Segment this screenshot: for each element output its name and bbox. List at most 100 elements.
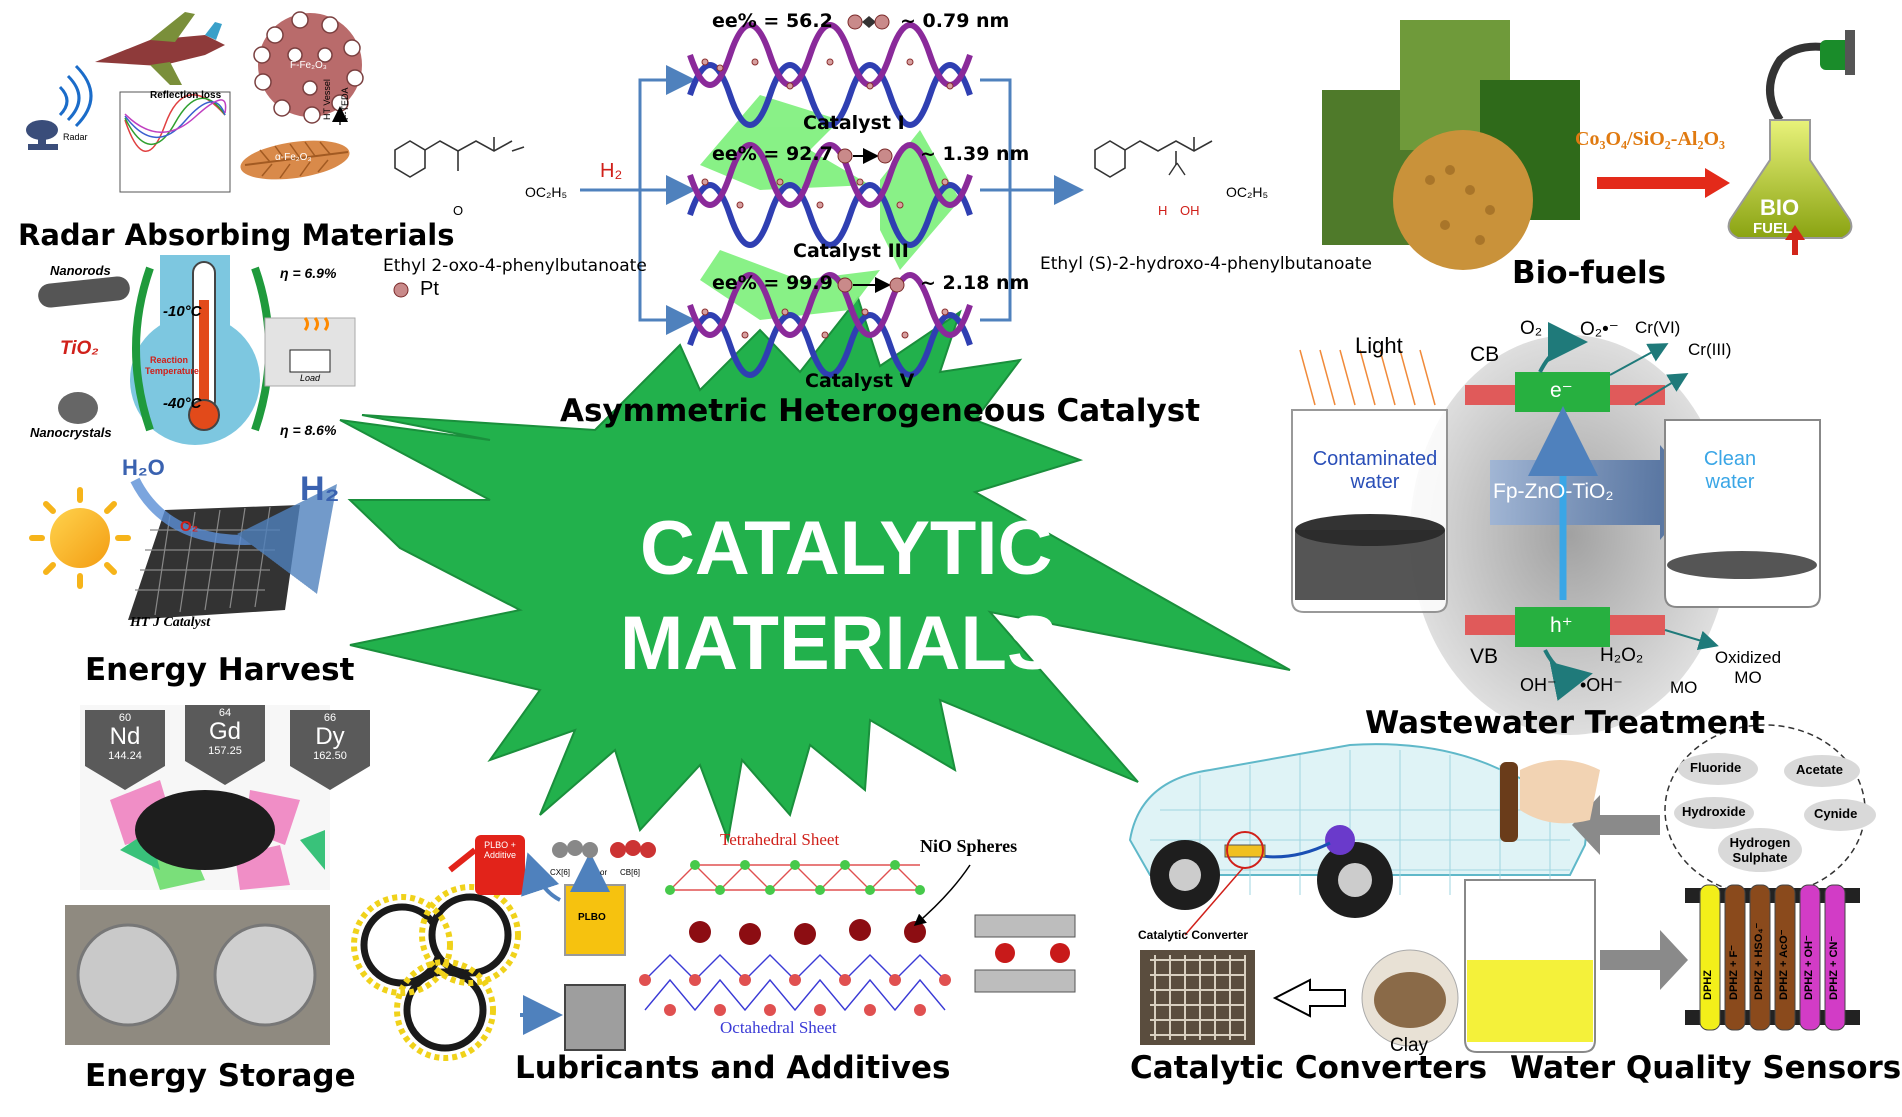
sun-icon xyxy=(29,487,131,589)
powder-pile xyxy=(135,790,275,870)
size-markers xyxy=(837,14,905,293)
coin-cell-left xyxy=(76,923,180,1027)
reflection-curves xyxy=(124,94,227,152)
label-biofuels: Bio-fuels xyxy=(1512,255,1667,291)
octahedral-text: Octahedral Sheet xyxy=(720,1018,837,1037)
catalyst-name: Catalyst I xyxy=(803,112,905,134)
clean-text: Clean water xyxy=(1703,448,1757,493)
radar-text: Radar xyxy=(63,132,88,142)
engine-icon xyxy=(564,984,626,1051)
o2-text: O₂ xyxy=(180,518,199,535)
anion-label: Acetate xyxy=(1796,762,1843,777)
sensors-graphics xyxy=(1464,724,1876,1053)
ee-value: ee% = 99.9 xyxy=(712,272,833,294)
ee-value: ee% = 56.2 xyxy=(712,10,833,32)
vb-text: VB xyxy=(1470,645,1499,668)
center-title-line2: MATERIALS xyxy=(620,601,1058,686)
cx6-molecule xyxy=(552,840,598,858)
label-radar: Radar Absorbing Materials xyxy=(18,218,455,252)
product-h: H xyxy=(1158,203,1168,218)
tube-label: DPHZ xyxy=(1702,970,1714,1000)
tube-label: DPHZ + OH⁻ xyxy=(1803,935,1815,1000)
reactant-structure xyxy=(394,137,525,178)
a-fe2o3-text: α-Fe₂O₃ xyxy=(275,152,312,163)
f-teda-text: F-TEDA xyxy=(340,87,350,121)
cb6-text: CB[6] xyxy=(620,868,641,877)
central-starburst xyxy=(339,295,1291,844)
product-oc2h5: OC₂H₅ xyxy=(1226,184,1269,200)
temperature-text: Temperature xyxy=(145,366,199,376)
cb6-molecule xyxy=(610,840,656,858)
reflection-loss-title: Reflection loss xyxy=(150,90,222,101)
pt-legend-text: Pt xyxy=(420,278,439,300)
tio2-panel-graphics xyxy=(38,255,356,445)
energy-harvest-graphics xyxy=(29,477,338,620)
fuel-pump-icon xyxy=(1766,30,1855,123)
cr6-text: Cr(VI) xyxy=(1635,318,1681,337)
element-symbol: Nd xyxy=(109,723,141,750)
plbo-text: PLBO xyxy=(578,912,606,923)
oh-radical-text: •OH⁻ xyxy=(1580,675,1623,695)
anion-label: Fluoride xyxy=(1690,760,1742,775)
reflection-loss-chart xyxy=(119,91,231,193)
element-mass: 144.24 xyxy=(108,750,142,762)
ht-j-catalyst-text: HT J Catalyst xyxy=(130,615,211,630)
beaker-contaminated xyxy=(1291,349,1448,613)
biofuel-reaction-text: Co₃O₄/SiO₂-Al₂O₃ xyxy=(1575,128,1725,150)
label-converters: Catalytic Converters xyxy=(1130,1050,1488,1086)
pore-size: ~ 0.79 nm xyxy=(900,10,1010,32)
element-mass: 157.25 xyxy=(208,745,242,757)
seeds-photo xyxy=(1393,130,1533,270)
h2-reagent-text: H₂ xyxy=(600,160,623,182)
biofuels-graphics xyxy=(1322,20,1855,270)
oh-minus-text: OH⁻ xyxy=(1520,675,1557,695)
light-text: Light xyxy=(1355,333,1403,358)
label-asymmetric: Asymmetric Heterogeneous Catalyst xyxy=(560,393,1201,429)
helix-row-3 xyxy=(687,272,973,378)
eta-bottom-text: η = 8.6% xyxy=(280,422,337,438)
bio-text: BIO xyxy=(1760,195,1800,220)
ht-vessel-text: HT Vessel xyxy=(322,79,332,120)
f-fe2o3-particle xyxy=(258,13,362,117)
label-sensors: Water Quality Sensors xyxy=(1510,1050,1902,1086)
converters-graphics xyxy=(1128,743,1587,1047)
pt-dots xyxy=(701,58,954,339)
hollow-arrow xyxy=(1272,978,1346,1018)
gray-arrow-right xyxy=(1600,930,1688,990)
helix-row-2 xyxy=(687,142,973,248)
eta-top-text: η = 6.9% xyxy=(280,265,337,281)
gray-arrow-left xyxy=(1572,795,1660,855)
honeycomb-catalyst xyxy=(128,505,300,620)
converter-honeycomb xyxy=(1140,950,1255,1045)
catalyst-name: Catalyst III xyxy=(793,240,909,262)
tube-label: DPHZ + F⁻ xyxy=(1728,944,1740,1000)
o2-ww-text: O₂ xyxy=(1520,318,1543,339)
temp-low-text: -40°C xyxy=(163,395,202,412)
o2-radical-text: O₂•⁻ xyxy=(1580,319,1619,340)
nio-spheres-text: NiO Spheres xyxy=(920,836,1018,856)
mo-text: MO xyxy=(1670,678,1698,697)
label-wastewater: Wastewater Treatment xyxy=(1365,705,1765,741)
car-wheels xyxy=(1150,825,1393,918)
label-lubricants: Lubricants and Additives xyxy=(515,1050,951,1086)
jet-icon xyxy=(95,12,225,85)
feather-particle xyxy=(240,140,350,180)
tube-label: DPHZ + HSO₄⁻ xyxy=(1753,922,1765,1000)
coin-cell-right xyxy=(213,923,317,1027)
element-symbol: Dy xyxy=(315,723,345,750)
radar-panel-graphics xyxy=(26,11,364,193)
wastewater-graphics xyxy=(1291,322,1821,735)
tio2-text: TiO₂ xyxy=(60,338,99,359)
anion-pills xyxy=(1674,753,1876,872)
reactant-name: Ethyl 2-oxo-4-phenylbutanoate xyxy=(383,256,647,276)
asymmetric-catalyst-graphics xyxy=(393,14,1213,378)
plbo-additive-text: PLBO + Additive xyxy=(483,840,517,860)
oxidized-mo-text: Oxidized MO xyxy=(1714,648,1782,687)
load-text: Load xyxy=(300,373,321,383)
element-mass: 162.50 xyxy=(313,750,347,762)
reactant-keto-o: O xyxy=(453,203,464,218)
element-number: 66 xyxy=(323,712,337,724)
tetrahedral-text: Tetrahedral Sheet xyxy=(720,830,840,849)
